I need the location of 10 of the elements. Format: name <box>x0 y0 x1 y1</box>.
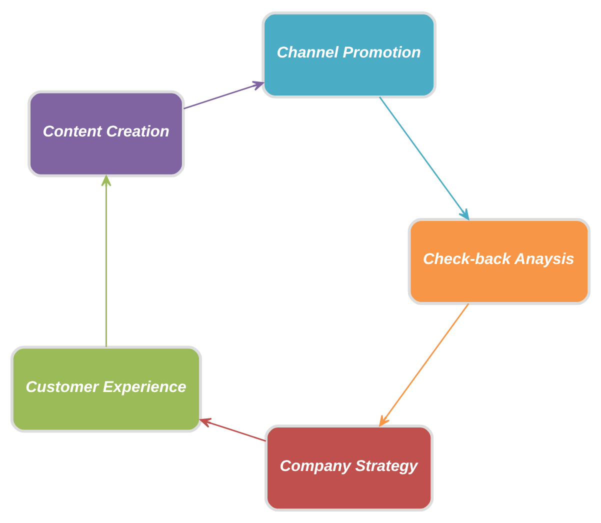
arrow <box>101 175 112 347</box>
node-box: Channel Promotion <box>262 11 436 98</box>
node-box: Check-back Anaysis <box>408 218 591 305</box>
arrow <box>379 96 470 220</box>
arrow <box>200 418 266 442</box>
arrow <box>379 303 470 426</box>
node-box: Content Creation <box>28 90 185 178</box>
node-box: Customer Experience <box>10 346 202 433</box>
arrow <box>184 80 264 110</box>
node-box: Company Strategy <box>264 424 434 512</box>
